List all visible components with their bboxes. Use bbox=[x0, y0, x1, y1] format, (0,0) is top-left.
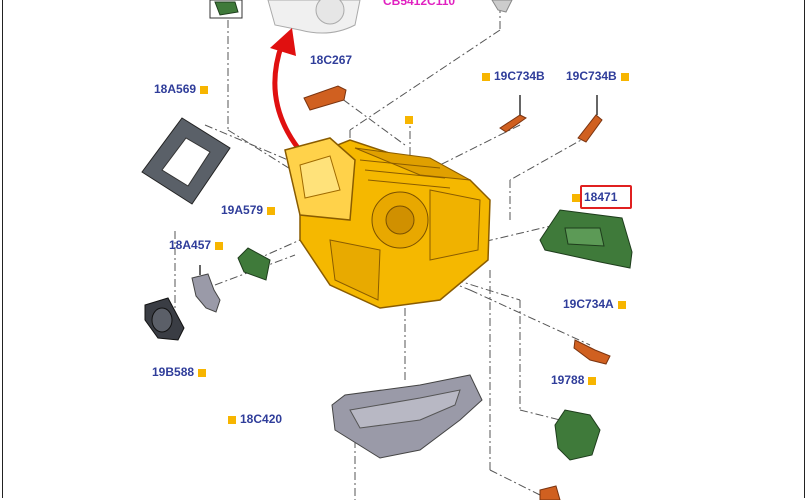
label-19A579: 19A579 bbox=[221, 203, 279, 217]
marker-square bbox=[620, 72, 629, 81]
marker-square bbox=[228, 415, 236, 424]
top-small-part bbox=[491, 0, 513, 13]
label-19788: 19788 bbox=[551, 373, 600, 387]
label-18C267: 18C267 bbox=[310, 53, 353, 67]
marker-square bbox=[482, 72, 490, 81]
label-18A457: 18A457 bbox=[169, 238, 227, 252]
label-18A569: 18A569 bbox=[154, 82, 212, 96]
highlight-box-18471 bbox=[580, 185, 632, 209]
part-19C734B-a bbox=[499, 114, 527, 133]
part-18A457 bbox=[191, 273, 221, 313]
label-19C734B-a: 19C734B bbox=[478, 69, 545, 83]
red-arrow-head bbox=[270, 28, 296, 56]
marker-square bbox=[572, 193, 580, 202]
marker-square bbox=[198, 368, 207, 377]
part-19C734A bbox=[573, 339, 611, 365]
marker-square bbox=[215, 241, 224, 250]
label-18C420: 18C420 bbox=[224, 412, 282, 426]
marker-square bbox=[405, 115, 413, 124]
marker-square bbox=[588, 376, 597, 385]
marker-square bbox=[617, 300, 626, 309]
main-hvac-housing bbox=[284, 137, 491, 309]
label-18471: 18471 bbox=[568, 190, 617, 204]
label-19C734A: 19C734A bbox=[563, 297, 630, 311]
top-part-code: CB5412C110 bbox=[383, 0, 456, 8]
part-19788 bbox=[554, 409, 601, 461]
part-19C734B-b bbox=[577, 114, 603, 143]
label-19B588: 19B588 bbox=[152, 365, 210, 379]
marker-square bbox=[200, 85, 209, 94]
bottom-partial-part bbox=[539, 485, 561, 500]
marker-square bbox=[267, 206, 276, 215]
part-18A569-opening bbox=[161, 137, 211, 187]
blower-wheel-part bbox=[267, 0, 361, 34]
label-19C734B-b: 19C734B bbox=[566, 69, 633, 83]
part-18C267 bbox=[303, 85, 347, 111]
top-green-connector bbox=[214, 1, 239, 16]
part-19A579 bbox=[237, 247, 271, 281]
label-housing-marker bbox=[401, 112, 417, 126]
red-arrow-shaft bbox=[272, 43, 301, 150]
